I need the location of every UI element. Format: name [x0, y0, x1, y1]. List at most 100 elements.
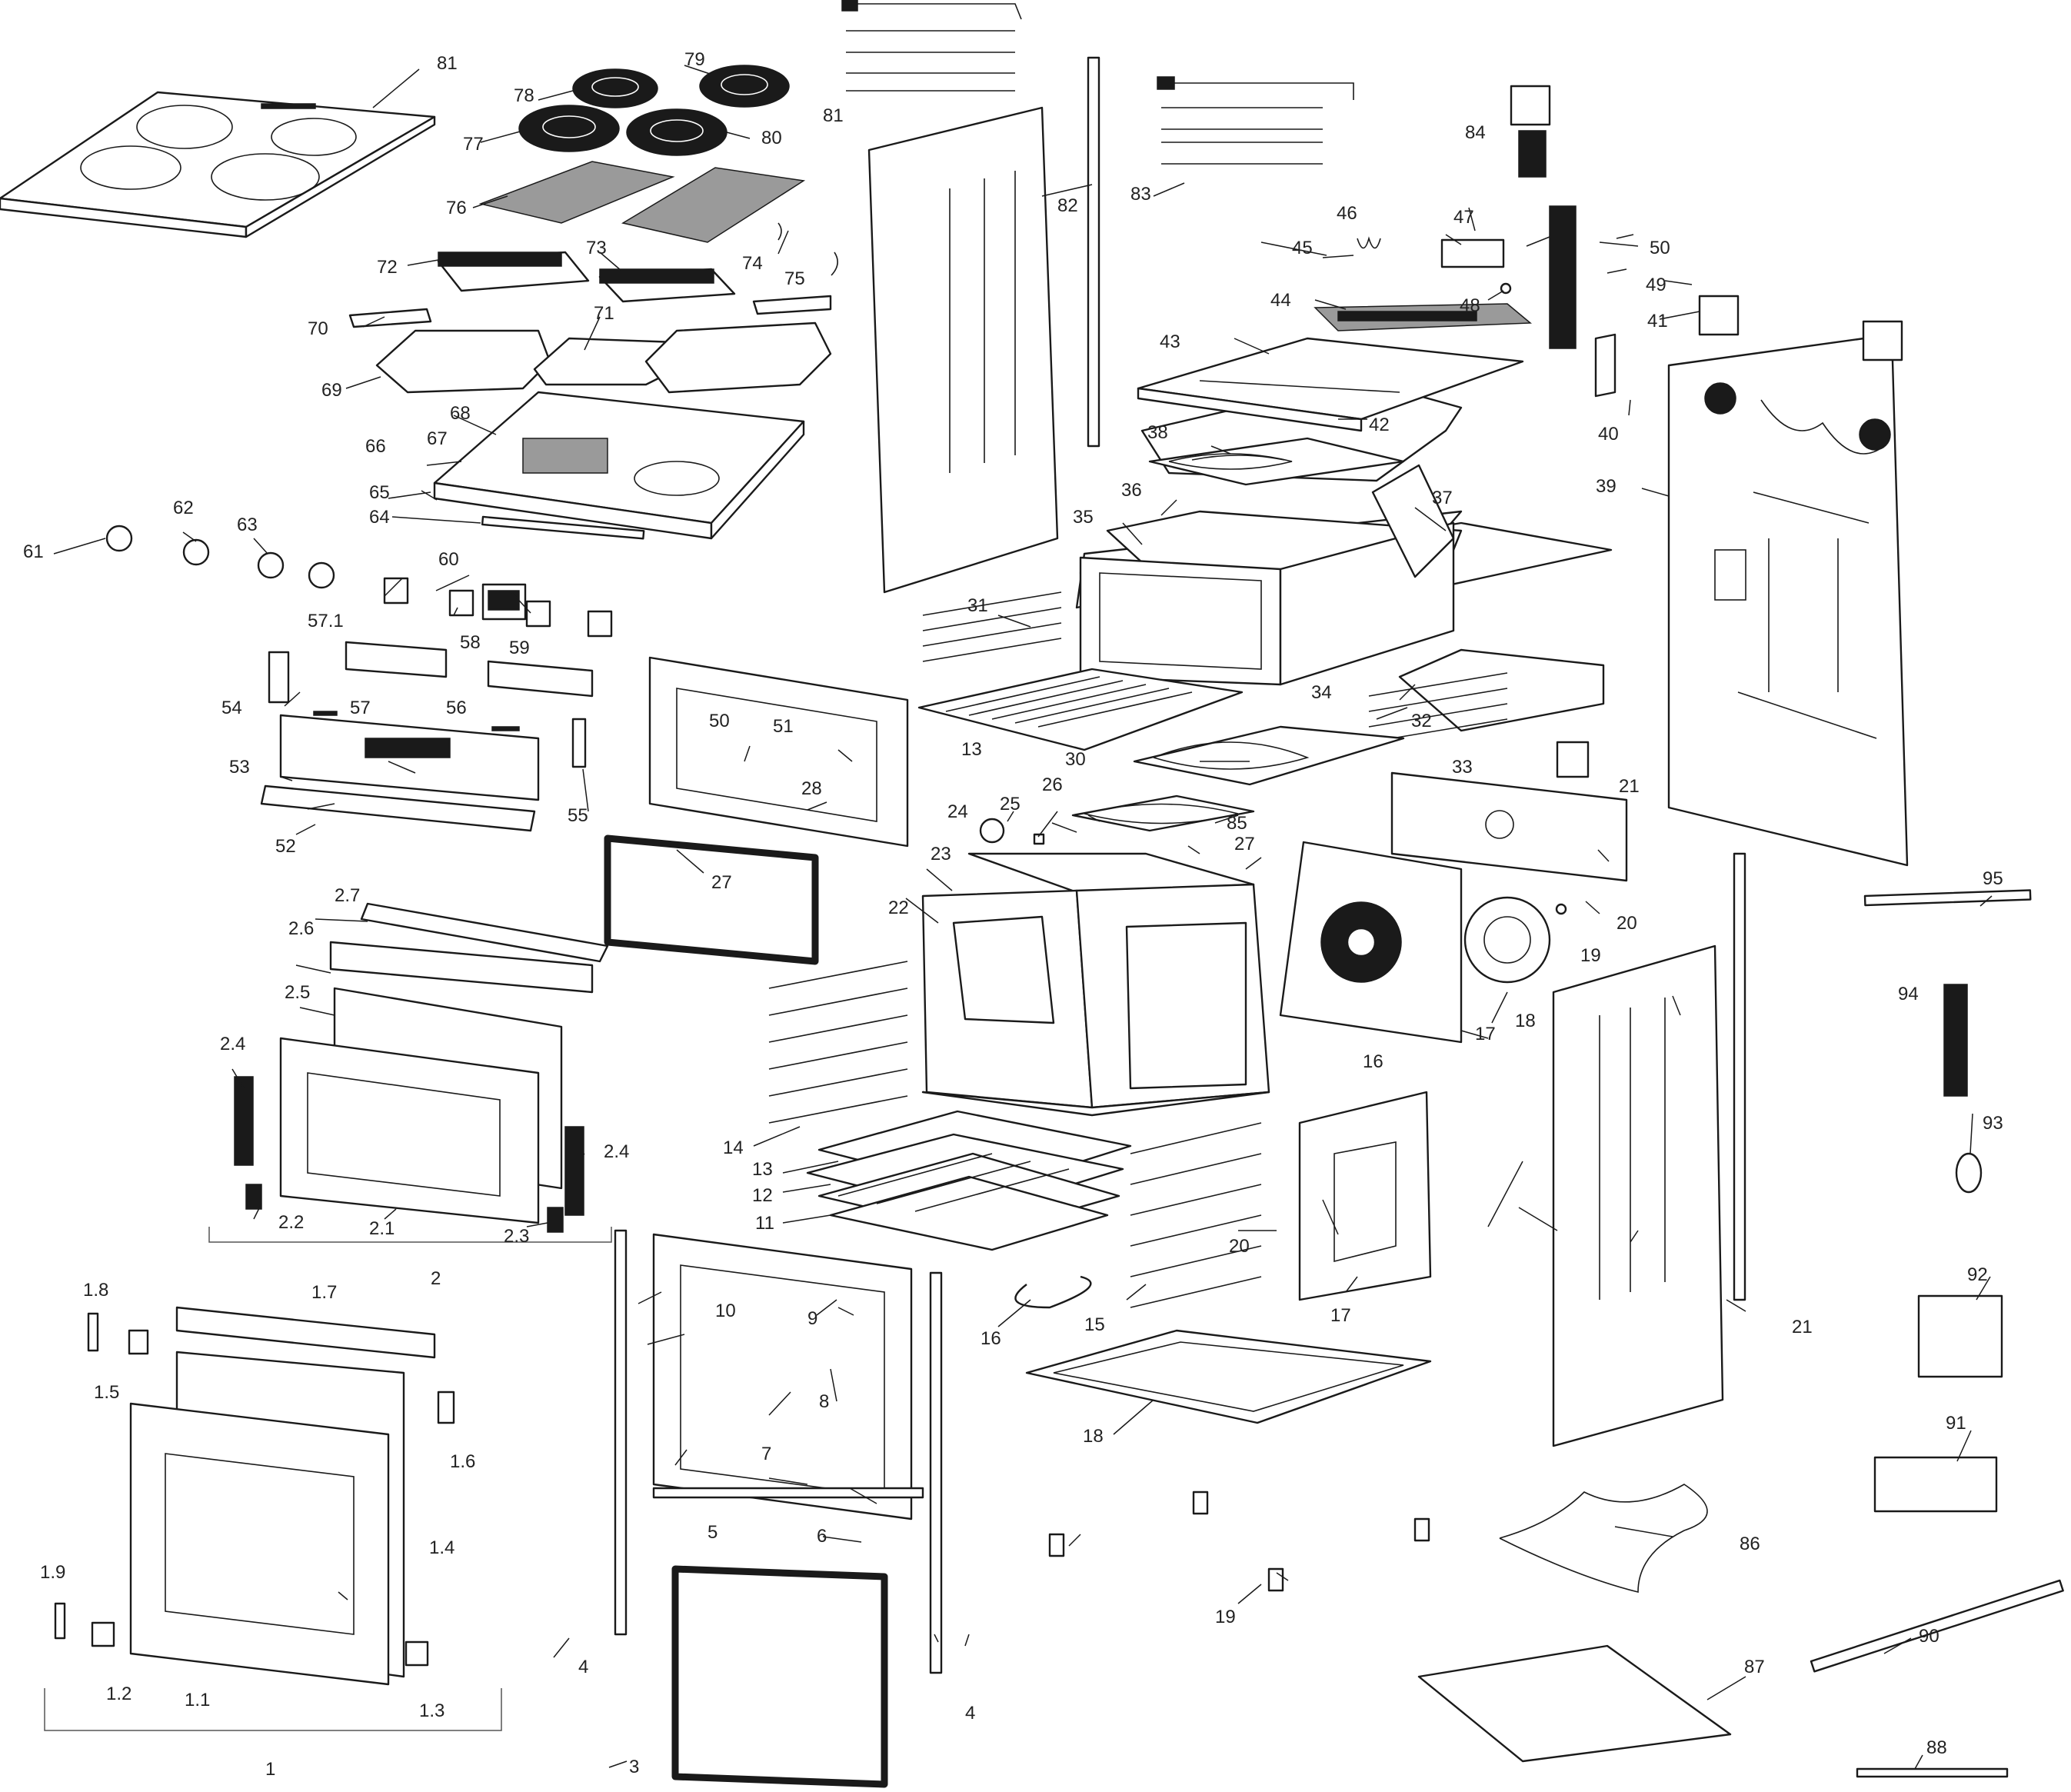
label-64: 57.1: [308, 611, 344, 631]
upper-heating-elements: [1071, 437, 1405, 832]
upper-cavity-top-panel: [1137, 337, 1524, 432]
label-1-7: 1.7: [311, 1282, 337, 1303]
label-66: 59: [509, 638, 530, 658]
label-13-lower: 13: [752, 1159, 773, 1180]
rear-panel: [1667, 295, 1909, 867]
label-98: 91: [1946, 1413, 1966, 1434]
label-18: 18: [1083, 1426, 1104, 1447]
label-99: 92: [1967, 1264, 1988, 1285]
label-2-4-right: 2.4: [604, 1141, 629, 1162]
label-1-5: 1.5: [94, 1382, 119, 1403]
spare-parts: [1863, 889, 2032, 1513]
label-88-harness: 81: [823, 105, 844, 126]
label-54: 48: [1460, 295, 1480, 316]
label-2-5: 2.5: [285, 982, 310, 1003]
coil-carriers: [348, 295, 832, 394]
label-16: 16: [981, 1328, 1001, 1349]
label-41: 35: [1073, 507, 1094, 528]
label-27: 21: [1619, 776, 1640, 797]
group-2-bracket: [208, 1227, 612, 1243]
label-83: 76: [446, 198, 467, 218]
label-97: 90: [1919, 1626, 1939, 1647]
label-76: 69: [321, 380, 342, 401]
label-74: 67: [427, 428, 448, 449]
lower-racks-and-guides: [768, 961, 1262, 1308]
label-13-upper: 13: [961, 739, 982, 760]
switches-and-timer: [383, 577, 613, 638]
label-90: 82: [1057, 195, 1078, 216]
label-2-6: 2.6: [288, 918, 314, 939]
glass-cooktop: [0, 91, 436, 238]
label-30: 24: [947, 801, 968, 822]
control-panel: [260, 641, 594, 832]
label-94: 86: [1740, 1534, 1760, 1554]
label-2-2: 2.2: [278, 1212, 304, 1233]
label-77: 70: [308, 318, 328, 339]
label-65: 58: [460, 632, 481, 653]
label-38: 32: [1411, 711, 1432, 731]
label-56: 50: [1650, 238, 1670, 258]
label-20: 20: [1229, 1236, 1250, 1257]
label-57-1: 51: [773, 716, 794, 737]
label-67: 60: [438, 549, 459, 570]
label-28: 22: [888, 898, 909, 918]
label-1-1: 1.1: [185, 1690, 210, 1710]
label-58: 52: [275, 836, 296, 857]
label-43: 37: [1432, 488, 1453, 508]
label-25: 19: [1580, 945, 1601, 966]
induction-coil-boards: [478, 161, 806, 243]
wiring-harnesses-top: [841, 0, 1354, 165]
label-92: 84: [1465, 122, 1486, 143]
label-14: 14: [723, 1137, 744, 1158]
label-1-9: 1.9: [40, 1562, 65, 1583]
label-21: 21: [1792, 1317, 1813, 1337]
label-87: 80: [761, 128, 782, 148]
upper-rack-guides: [922, 591, 1508, 743]
label-22: 16: [1363, 1051, 1383, 1072]
label-69: 62: [173, 498, 194, 518]
label-44: 38: [1147, 422, 1168, 443]
label-101: 94: [1898, 984, 1919, 1004]
label-12: 12: [752, 1185, 773, 1206]
label-78: 71: [594, 303, 614, 324]
label-51: 45: [1292, 238, 1313, 258]
label-1-6: 1.6: [450, 1451, 475, 1472]
label-4-right: 4: [965, 1703, 975, 1724]
label-95: 87: [1744, 1657, 1765, 1677]
label-8: 8: [819, 1391, 829, 1412]
label-32: 26: [1042, 774, 1063, 795]
label-40: 34: [1311, 682, 1332, 703]
convection-fan-assembly: [1279, 741, 1628, 1044]
label-23: 17: [1475, 1024, 1496, 1044]
feet-and-bottom: [1048, 1484, 2064, 1778]
label-102: 95: [1983, 868, 2003, 889]
left-side-panel: [867, 56, 1100, 594]
label-17: 17: [1330, 1305, 1351, 1326]
label-1: 1: [265, 1759, 275, 1780]
label-50: 44: [1270, 290, 1291, 311]
power-modules: [437, 222, 838, 303]
label-63: 57: [350, 698, 371, 718]
label-2-1: 2.1: [369, 1218, 395, 1239]
label-1-4: 1.4: [429, 1537, 454, 1558]
label-6: 6: [817, 1526, 827, 1547]
label-5: 5: [708, 1522, 718, 1543]
control-knobs: [105, 525, 335, 589]
label-45: 39: [1596, 476, 1617, 497]
label-60: 54: [221, 698, 242, 718]
label-72: 65: [369, 482, 390, 503]
label-88-cooktop: 81: [437, 53, 458, 74]
label-19: 19: [1215, 1607, 1236, 1627]
label-85: 78: [514, 85, 534, 106]
label-47: 41: [1647, 311, 1668, 331]
label-4-left: 4: [578, 1657, 588, 1677]
label-57: 50: [709, 711, 730, 731]
lower-front-frame: [614, 1229, 943, 1788]
label-9: 9: [807, 1308, 817, 1329]
label-53: 47: [1453, 207, 1474, 228]
lower-cavity: [921, 818, 1270, 1117]
label-70: 63: [237, 515, 258, 535]
label-10: 10: [715, 1301, 736, 1321]
label-3: 3: [629, 1757, 639, 1777]
